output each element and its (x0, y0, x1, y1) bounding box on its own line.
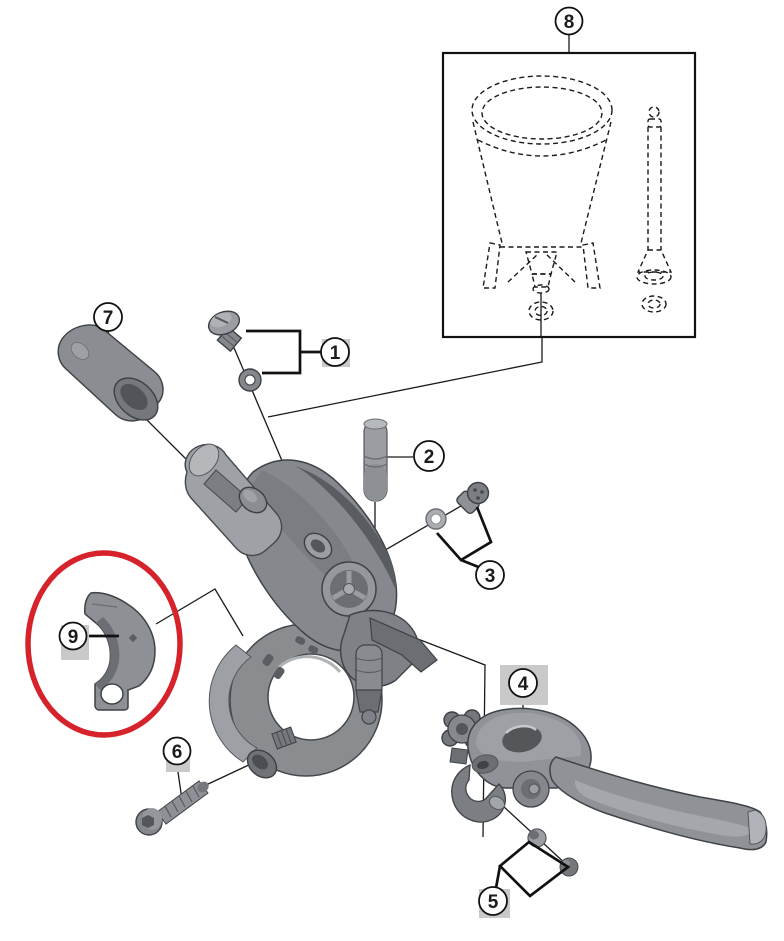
kit-box (441, 51, 697, 339)
part-3-screw-oring (425, 481, 490, 530)
svg-text:5: 5 (488, 892, 499, 913)
callouts: 1 2 3 4 5 6 7 8 (58, 6, 584, 918)
bracket-5 (497, 840, 571, 898)
part-1-oring (238, 368, 262, 392)
funnel-outline (471, 75, 613, 336)
funnel-oring (528, 301, 554, 321)
part-4-lever-assembly (441, 707, 768, 851)
master-cylinder-assembly (184, 443, 438, 779)
bracket-3 (435, 506, 493, 562)
bolt-install-line (205, 762, 254, 786)
svg-text:4: 4 (518, 674, 529, 695)
svg-text:9: 9 (68, 627, 79, 648)
svg-text:1: 1 (330, 343, 341, 364)
callout-4: 4 (500, 665, 548, 705)
part-3-oring (425, 508, 447, 530)
callout-5: 5 (478, 886, 510, 918)
callout-6: 6 (162, 736, 192, 772)
highlight-ring (25, 550, 183, 738)
part-9-clamp-band (84, 591, 156, 711)
svg-text:3: 3 (485, 566, 496, 587)
band-hole (100, 683, 124, 705)
callout-7: 7 (93, 302, 123, 332)
svg-text:2: 2 (424, 447, 435, 468)
bleed-port (303, 532, 333, 560)
clamp-threaded-boss (271, 726, 297, 750)
svg-text:6: 6 (172, 742, 183, 763)
part-1-bleed-screw (207, 310, 262, 392)
pivot-cap (321, 561, 377, 617)
funnel-install-line (267, 337, 543, 418)
pushrod (355, 644, 383, 725)
svg-text:8: 8 (564, 12, 575, 33)
part-2-pivot-pin (363, 418, 388, 502)
funnel-plunger-outline (636, 106, 673, 313)
callout-2: 2 (413, 440, 445, 472)
callout-1: 1 (320, 337, 350, 367)
svg-text:7: 7 (103, 308, 114, 329)
callout-brackets (87, 329, 571, 898)
callout-3: 3 (475, 560, 505, 590)
callout-8: 8 (554, 6, 584, 36)
part-6-clamp-bolt (135, 780, 209, 836)
part-7-cover-boot (57, 324, 164, 422)
callout-9: 9 (58, 621, 89, 660)
bleed-funnel-kit (441, 51, 697, 339)
plunger-oring (641, 295, 667, 313)
lever-hook (369, 617, 438, 673)
bracket-1 (246, 329, 302, 375)
